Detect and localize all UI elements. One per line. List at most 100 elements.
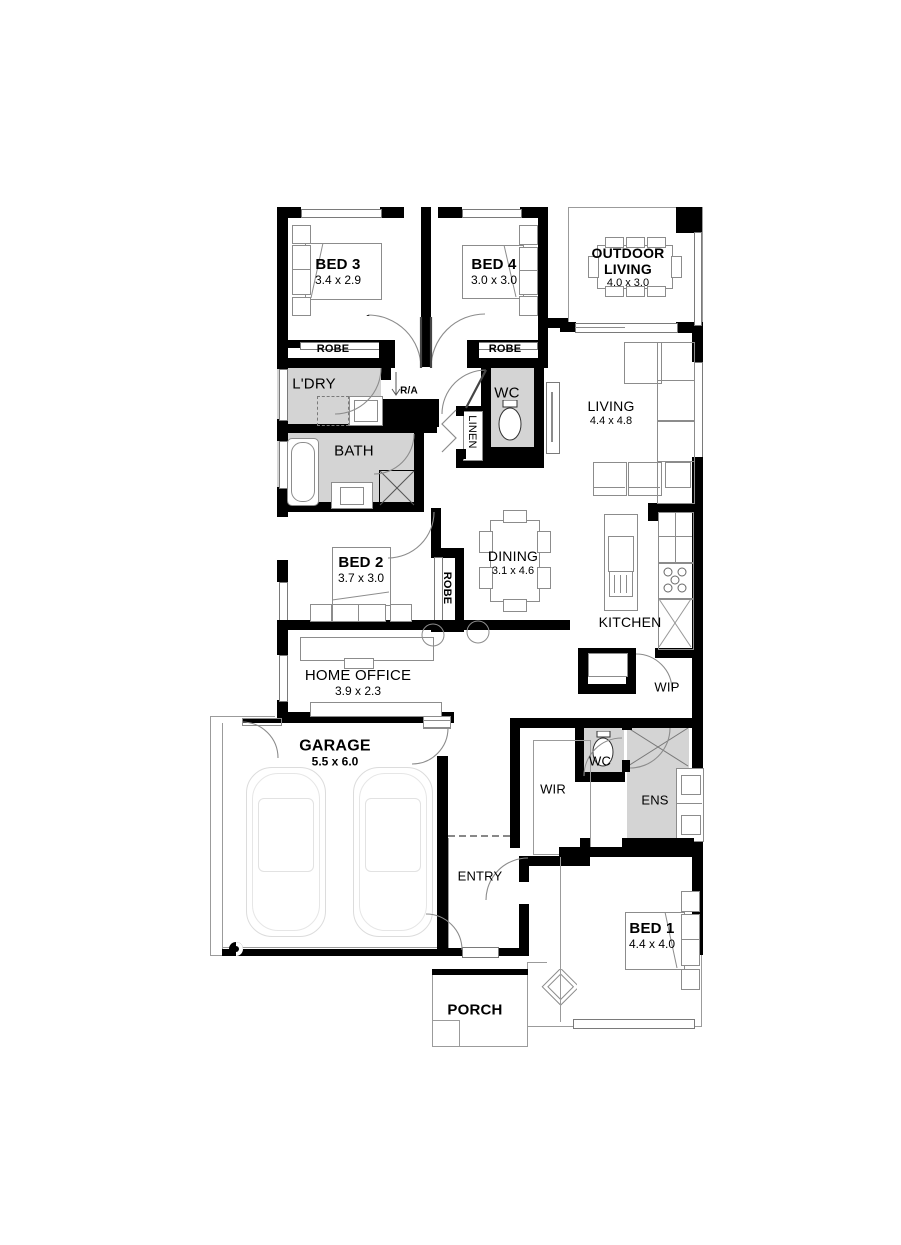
dining-chair-l1 [479,531,493,553]
dining-chair-b [503,599,527,612]
living-chair-1 [593,462,627,496]
bed4-quilt-fold-icon [503,245,517,297]
kitchen-bench-upper [658,512,694,564]
wall-ldry-right [381,366,391,380]
living-chair-2 [628,462,662,496]
ldry-appliance-dash [317,396,349,426]
outdoor-living-edge-right [702,207,703,327]
bed3-nightstand-b [292,297,311,316]
wall-robe3-topline [288,340,395,343]
outdoor-chair-l [588,256,599,278]
wall-top-seg-a [380,207,404,218]
outdoor-living-edge-left [568,207,569,327]
wall-robe4-right [538,340,548,368]
wall-top-pillar-right [676,207,702,233]
car-right-inner [359,773,427,931]
outdoor-living-edge-top [568,207,703,208]
wall-bed2-robe-top [431,548,463,558]
living-sofa-top [624,342,662,384]
car-right-body [353,767,433,937]
garage-inner-left [222,723,223,955]
porch-notch-left-v [459,1020,460,1047]
wall-top-seg-b [438,207,462,218]
living-sidetable [665,462,691,488]
wall-linen-bottom [456,449,466,459]
toilet-main-icon [498,400,522,441]
bed1-pillow-b [681,939,700,966]
kitchen-bench-lower [658,598,694,650]
wall-garage-bottom [222,949,447,956]
wall-left-office-bot [277,700,288,718]
wall-left-bed2-bot [277,625,288,655]
bed1-outer-notch [527,962,547,963]
wall-wir-bottom [510,838,520,848]
dining-chair-t [503,510,527,523]
wall-living-bottom-right [648,503,692,513]
car-left-inner [252,773,320,931]
wall-garage-right [437,756,448,956]
outdoor-chair-b2 [626,286,645,297]
wall-living-bottom-stub [648,503,658,521]
bed1-outer-left [527,962,528,1026]
wall-top-bed3-left [277,207,301,218]
wir-shelf-top [533,740,591,741]
bathtub-inner [291,442,315,502]
office-desk [310,702,442,717]
porch-edge-bottom [432,1046,528,1047]
wall-bed1-top [559,847,694,857]
wall-porch-top [432,969,528,975]
entry-left-line [448,838,449,948]
kitchen-sink-line3 [626,575,627,593]
sliding-door-outdoor [575,323,678,333]
cooktop-burners-icon [663,567,687,593]
living-chair1-line [593,487,625,488]
wall-wc-ens-bottom [575,772,625,782]
site-line-left-garage [210,716,211,956]
wall-right-living-lower [692,457,703,509]
wall-outdoor-bottom-right [676,322,703,333]
window-office-left [279,655,288,702]
outdoor-chair-b1 [605,286,624,297]
kitchen-bench-dash2 [675,512,676,562]
car-right-cabin [365,798,421,872]
dining-chair-r2 [537,567,551,589]
wall-wip-right-edge [655,648,693,658]
wir-shelf-left [533,740,534,855]
living-chair2-line [628,487,660,488]
bed2-pillow-b [358,604,386,622]
wall-bed2-robe-bottom [431,620,464,632]
linen-shelf-box [463,411,483,461]
outdoor-chair-t3 [647,237,666,248]
bath-shower-cross-icon [379,470,415,506]
wall-bed4-rightlow [538,318,568,328]
bed1-nightstand-b [681,969,700,990]
porch-notch-left [432,1020,460,1021]
wall-bed4-right [538,207,548,342]
wall-ldry-bottom [381,399,439,427]
garage-roller-door-head [423,720,451,728]
outdoor-chair-b3 [647,286,666,297]
window-bed4-top [462,209,522,218]
return-air-icon [391,372,401,396]
wall-wir-left [510,718,520,846]
wall-right-living-upper [692,332,703,362]
living-sofa-seg1 [657,380,695,422]
ens-basin-1 [681,775,701,795]
wall-ens-left [622,760,630,772]
wall-outdoor-bottom-left [560,322,576,332]
bed4-nightstand-t [519,225,538,245]
wall-bath-right [414,432,424,472]
bed3-bed [305,243,382,300]
wall-linen-left [456,406,464,416]
wall-right-ens [692,669,703,779]
wall-bath-right2 [414,470,424,510]
bed3-pillow-b [292,269,311,295]
window-bed1-bottom [573,1019,695,1029]
wall-office-bottom [277,712,454,723]
wall-ens-top [510,718,696,728]
bed1-nightstand-t [681,891,700,912]
window-outdoor-right-panel [694,232,702,326]
ens-shower-cross-icon [627,727,689,767]
wall-wc-bottom2 [456,457,544,468]
ens-vanity-dash [676,803,702,804]
